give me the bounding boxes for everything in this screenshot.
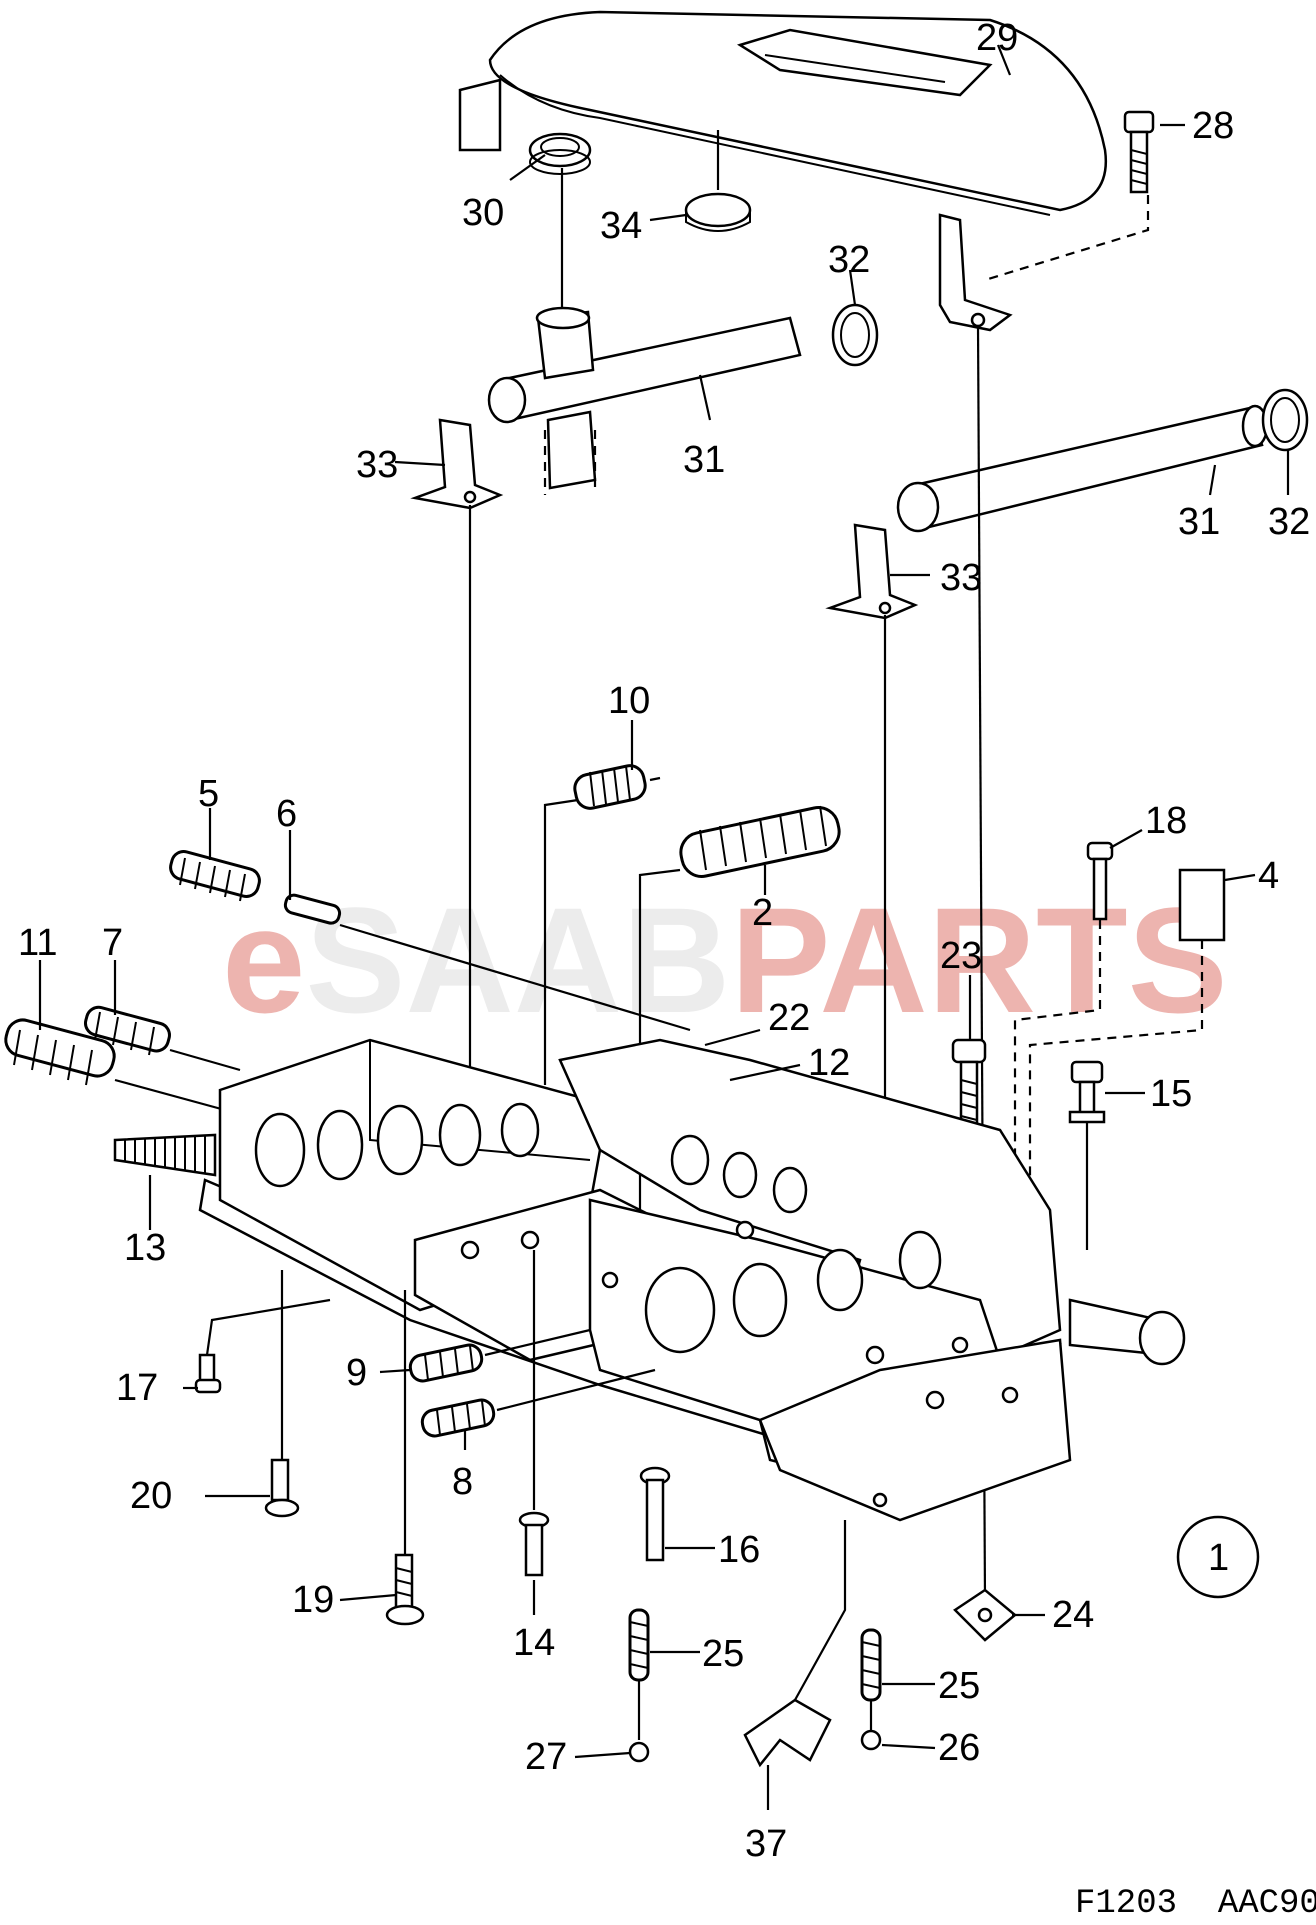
label-16: 16 [718,1529,760,1571]
bolt-20 [264,1458,300,1518]
label-24: 24 [1052,1594,1094,1636]
label-32-lower: 32 [1268,501,1310,543]
part-labels: 29 28 30 34 32 33 31 31 32 33 10 5 6 18 … [18,17,1310,1865]
spring-25-left [628,1608,650,1682]
label-25-left: 25 [702,1633,744,1675]
spring-5 [169,850,261,902]
label-20: 20 [130,1475,172,1517]
spring-11 [4,1018,116,1086]
bolt-19 [385,1553,425,1626]
label-31-upper: 31 [683,439,725,481]
label-14: 14 [513,1622,555,1664]
spring-9 [408,1343,484,1383]
label-17: 17 [116,1367,158,1409]
bolt-18 [1086,841,1114,921]
assembly-callout: 1 [1176,1515,1260,1599]
label-34: 34 [600,205,642,247]
clip-4 [1178,868,1226,942]
label-31-lower: 31 [1178,501,1220,543]
pipe-31-upper [487,306,802,490]
label-9: 9 [346,1352,367,1394]
bolt-17 [194,1353,222,1394]
label-11: 11 [18,922,57,964]
bracket-33-lower [825,523,919,620]
label-26: 26 [938,1727,980,1769]
label-32-upper: 32 [828,239,870,281]
leader-lines [38,44,1290,1810]
label-33-lower: 33 [940,557,982,599]
bolt-28 [1123,110,1155,194]
label-15: 15 [1150,1073,1192,1115]
label-6: 6 [276,793,297,835]
label-8: 8 [452,1461,473,1503]
spring-2 [679,805,841,878]
bracket-37 [743,1698,832,1768]
bracket-33-upper [410,418,504,510]
pipe-31-lower [896,404,1269,533]
seal-30 [528,132,592,175]
label-33-upper: 33 [356,444,398,486]
bolt-14 [518,1511,550,1577]
dash-28 [984,195,1150,282]
label-4: 4 [1258,855,1279,897]
cover-plate [458,10,1108,332]
label-30: 30 [462,192,504,234]
label-29: 29 [976,17,1018,59]
figure-code: F1203 AAC90 [1075,1885,1316,1923]
label-12: 12 [808,1042,850,1084]
spring-10 [573,764,661,810]
valve-body [113,1038,1186,1522]
ball-26 [860,1729,882,1751]
label-27: 27 [525,1736,567,1778]
label-10: 10 [608,680,650,722]
watermark-logo: eSAABPARTS [222,876,1228,1044]
spring-7 [84,1005,171,1056]
plug-34 [684,192,752,232]
bolt-15 [1068,1060,1106,1124]
spring-8 [420,1398,496,1438]
label-22: 22 [768,997,810,1039]
pin-6 [283,893,342,925]
label-25-right: 25 [938,1665,980,1707]
label-7: 7 [102,922,123,964]
label-28: 28 [1192,105,1234,147]
callout-label: 1 [1208,1537,1229,1579]
label-37: 37 [745,1823,787,1865]
spring-25-right [860,1628,882,1702]
label-18: 18 [1145,800,1187,842]
ball-27 [628,1741,650,1763]
label-23: 23 [940,935,982,977]
label-19: 19 [292,1579,334,1621]
bolt-16 [639,1466,671,1562]
label-13: 13 [124,1227,166,1269]
bolt-23 [951,1038,987,1134]
label-5: 5 [198,773,219,815]
label-2: 2 [752,892,773,934]
